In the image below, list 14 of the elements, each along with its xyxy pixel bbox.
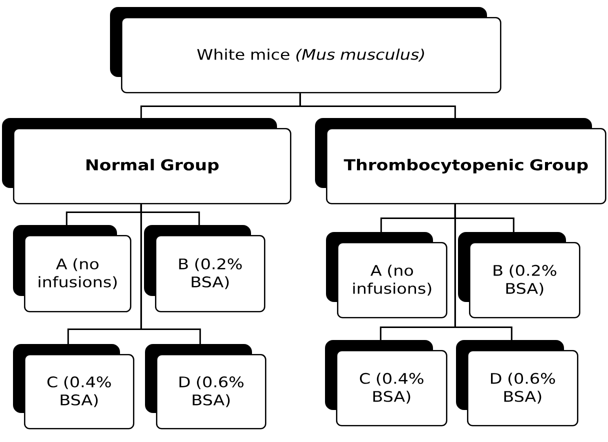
subgroup-box: A (no infusions) xyxy=(326,232,448,318)
connector-line xyxy=(454,204,512,340)
group-box: Thrombocytopenic Group xyxy=(315,118,606,204)
subgroup-box: C (0.4% BSA) xyxy=(325,340,448,426)
subgroup-box: B (0.2% BSA) xyxy=(144,225,266,312)
subgroup-box: A (no infusions) xyxy=(13,225,132,312)
group-box: Normal Group xyxy=(2,118,292,204)
root-box: White mice (Mus musculus) xyxy=(110,7,502,94)
subgroup-box: D (0.6% BSA) xyxy=(145,344,266,430)
connector-line xyxy=(299,93,456,118)
connector-line xyxy=(140,204,201,344)
subgroup-box: B (0.2% BSA) xyxy=(458,232,580,318)
subgroup-box: C (0.4% BSA) xyxy=(13,344,134,430)
subgroup-box: D (0.6% BSA) xyxy=(456,340,578,426)
